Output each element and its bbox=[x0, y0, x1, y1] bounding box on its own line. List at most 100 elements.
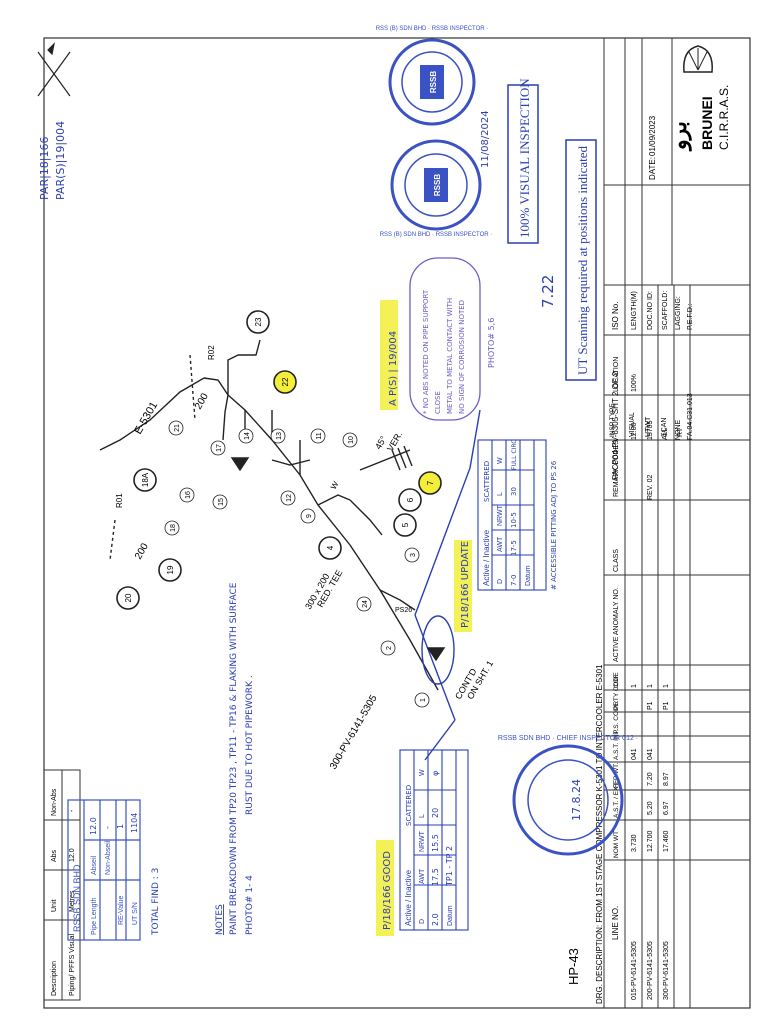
test-point-19: 19 bbox=[158, 558, 182, 582]
header-line-no: LINE NO. bbox=[611, 906, 620, 940]
lagging-label: LAGGING: bbox=[675, 296, 682, 330]
nonabseil-label: Non-Abseil bbox=[105, 840, 112, 875]
test-point-label: 18 bbox=[170, 524, 177, 532]
chief-stamp-ring: RSSB SDN BHD · CHIEF INSPECTOR 012 · bbox=[498, 735, 638, 742]
par-s-note: A P(S) | 19/004 bbox=[380, 300, 399, 410]
test-point-circle bbox=[280, 490, 296, 506]
par-line-2: PAR(S)|19|004 bbox=[54, 121, 67, 200]
test-point-24: 24 bbox=[356, 596, 372, 612]
label-r02: R02 bbox=[207, 345, 216, 360]
table-row: 200-PV-6141-5305 12.700 5.20 7.20 041 P1… bbox=[647, 684, 654, 1000]
scatter-a-val-l: 30 bbox=[510, 487, 518, 496]
callout-line-3: METAL TO METAL CONTACT WITH bbox=[446, 298, 454, 414]
test-point-label: 16 bbox=[185, 491, 192, 499]
scatter-b-col-d: D bbox=[419, 919, 426, 924]
test-point-circle bbox=[116, 586, 140, 610]
test-point-label: 15 bbox=[218, 498, 225, 506]
test-point-circle bbox=[210, 440, 226, 456]
ut-value: 7.22 bbox=[539, 275, 557, 308]
test-point-7: 7 bbox=[418, 471, 442, 495]
utsn-value: 1104 bbox=[130, 813, 139, 833]
header-prty: PRTY CODE bbox=[613, 672, 620, 710]
test-point-label: 7 bbox=[426, 480, 435, 485]
scatter-a-col-l: L bbox=[497, 492, 504, 496]
rssb-company: RSSB SDN BHD bbox=[72, 864, 82, 932]
row-ps: P1 bbox=[663, 701, 670, 710]
test-point-label: 22 bbox=[281, 377, 290, 386]
scatter-b-datum: Datum bbox=[447, 905, 454, 926]
row-cof: 1 bbox=[663, 684, 670, 688]
notes-title: NOTES bbox=[215, 904, 225, 935]
test-point-circle bbox=[270, 428, 286, 444]
rssb-length-stamp bbox=[67, 799, 141, 941]
scatter-b-col-nrwt: NRWT bbox=[419, 830, 426, 852]
scatter-a-val-w: FULL CIRC bbox=[511, 440, 518, 470]
visual-inspection-label: 100% VISUAL INSPECTION bbox=[517, 78, 532, 238]
test-point-label: 23 bbox=[254, 317, 263, 326]
table-row: 300-PV-6141-5305 17.460 6.97 8.97 P1 1 bbox=[663, 684, 670, 1000]
summary-header-abs: Abs bbox=[51, 849, 58, 862]
test-point-label: 5 bbox=[401, 522, 410, 527]
total-find: TOTAL FIND : 3 bbox=[151, 868, 161, 936]
pefd-value: FA.04.C31.013 bbox=[687, 393, 694, 440]
scatter-b-val-nrwt: 15.5 bbox=[431, 834, 440, 852]
scatter-b-title-r: SCATTERED bbox=[405, 785, 413, 826]
notes-photo: PHOTO# 1- 4 bbox=[245, 875, 255, 935]
par-reference-top: PAR|18|166 PAR(S)|19|004 bbox=[38, 121, 67, 200]
iso-value: FACP04-PV-6305-SHT 2 OF 2 bbox=[611, 371, 620, 480]
scatter-a-footnote: # ACCESSIBLE PITTING ADJ TO PS 26 bbox=[550, 460, 558, 590]
header-ps: P.S. CODE bbox=[613, 701, 620, 734]
rev-value: REV. 02 bbox=[647, 474, 654, 500]
test-point-10: 10 bbox=[342, 432, 358, 448]
rssb-inspector-stamp-top: RSSB RSS (B) SDN BHD · RSSB INSPECTOR · bbox=[376, 26, 488, 126]
test-point-circle bbox=[246, 310, 270, 334]
test-point-circle bbox=[398, 488, 422, 512]
test-point-12: 12 bbox=[280, 490, 296, 506]
date-value: 01/09/2023 bbox=[648, 115, 657, 156]
test-point-6: 6 bbox=[398, 488, 422, 512]
header-ast-int: A.S.T. INT. bbox=[613, 729, 620, 760]
nonabseil-value: - bbox=[103, 826, 112, 829]
test-point-circle bbox=[404, 547, 420, 563]
test-point-18a: 18A bbox=[133, 468, 157, 492]
label-size-200a: 200 bbox=[193, 391, 211, 411]
scatter-b-col-l: L bbox=[419, 814, 426, 818]
callout-line-2: CLOSE bbox=[434, 391, 442, 414]
test-point-circle bbox=[133, 468, 157, 492]
test-point-22: 22 bbox=[273, 370, 297, 394]
callout-line-4: NO SIGN OF CORROSION NOTED bbox=[458, 300, 466, 414]
brand-mark-icon: ﺑﺮﻭ bbox=[666, 121, 692, 152]
company-name: BRUNEI bbox=[699, 96, 715, 150]
summary-row-abs: 12.0 bbox=[69, 848, 76, 862]
label-ps26: PS26 bbox=[395, 607, 412, 614]
label-r01: R01 bbox=[115, 493, 124, 508]
par-good-note: P/18/166 GOOD bbox=[376, 840, 394, 936]
summary-row-desc: Piping/ PFFS Visual bbox=[69, 933, 76, 996]
row-int: 041 bbox=[631, 748, 638, 760]
ut-scanning-box: UT Scanning required at positions indica… bbox=[565, 139, 597, 381]
doc-value: 15705 bbox=[647, 420, 654, 440]
hp-number: HP-43 bbox=[566, 948, 581, 985]
test-point-circle bbox=[300, 508, 316, 524]
test-point-11: 11 bbox=[310, 428, 326, 444]
scatter-b-col-w: W bbox=[419, 769, 426, 776]
test-point-label: 3 bbox=[410, 553, 417, 557]
scaffold-label: SCAFFOLD: bbox=[662, 291, 669, 330]
length-value: 12.00 bbox=[631, 422, 638, 440]
test-point-label: 12 bbox=[286, 494, 293, 502]
header-remark: REMARK CODES bbox=[613, 440, 620, 497]
test-point-label: 17 bbox=[216, 444, 223, 452]
scaffold-value: ALL bbox=[662, 427, 669, 440]
rssb-inspector-stamp-mid: RSSB RSS (B) SDN BHD · RSSB INSPECTOR · bbox=[380, 139, 492, 238]
location-value: 100% bbox=[631, 374, 638, 392]
insp-type-2: UTWT bbox=[645, 416, 652, 437]
row-line: 300-PV-6141-5305 bbox=[663, 941, 670, 1000]
support-callout: * NO ABS NOTED ON PIPE SUPPORT CLOSE MET… bbox=[409, 257, 496, 421]
notes-line-2: RUST DUE TO HOT PIPEWORK . bbox=[245, 675, 255, 815]
notes-block: NOTES PAINT BREAKDOWN FROM TP20 TP23 , T… bbox=[215, 582, 255, 935]
test-point-circle bbox=[168, 420, 184, 436]
label-ver: VER. bbox=[385, 430, 404, 453]
test-point-16: 16 bbox=[179, 487, 195, 503]
test-point-label: 10 bbox=[348, 436, 355, 444]
lagging-value: NONE bbox=[675, 419, 682, 440]
